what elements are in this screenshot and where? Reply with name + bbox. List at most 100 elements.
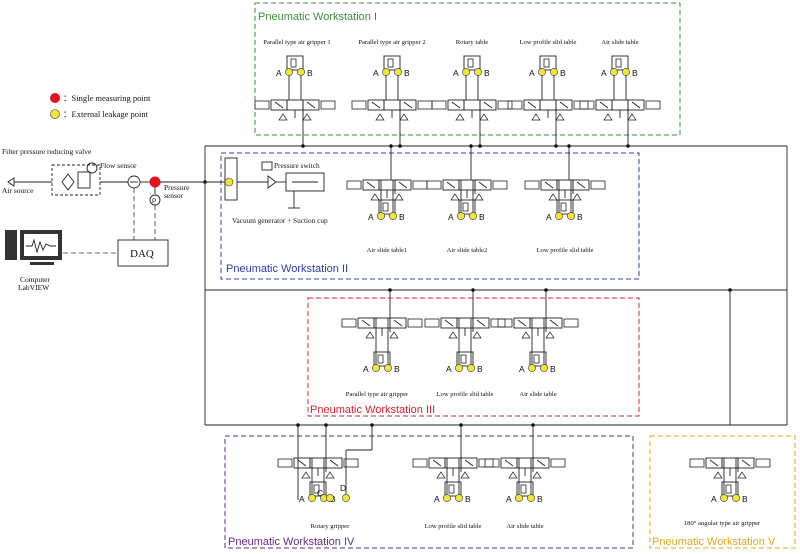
daq-label: DAQ [130,248,154,260]
ws3-title: Pneumatic Workstation III [310,404,435,416]
vacuum-generator [205,157,325,209]
port-a-label: A [368,212,374,222]
ws3-actuator-label-2: Low profile slid table [437,391,494,398]
filter-regulator-symbol [51,162,128,196]
ws4-actuator-label-3: Air slide table [506,523,543,530]
vacuum-label: Vacuum generator + Suction cup [232,216,328,225]
pressure-sensor-label: Pressure sensor [164,183,191,200]
port-b-label: B [537,494,543,504]
computer-icon [5,230,62,265]
port-a-label: A [434,494,440,504]
ws1-actuator-label-2: Parallel type air gripper 2 [358,39,425,46]
measure-point [149,176,161,188]
port-a-label: A [601,68,607,78]
port-b-label: B [577,212,583,222]
daq-box [117,239,169,267]
ws3-actuator-label-1: Parallel type air gripper [346,391,409,398]
legend-measure-dot [50,93,60,103]
legend-single-label: ：Single measuring point [63,93,151,103]
pressure-sensor-symbol: P [149,187,161,240]
port-a-label: A [529,68,535,78]
port-b-label: B [307,68,313,78]
port-b-label: B [632,68,638,78]
computer-label: Computer LabVIEW [18,275,52,292]
filter-label: Filter pressure reducing valve [2,147,92,156]
air-source-symbol [7,177,52,187]
port-a-label: A [448,212,454,222]
port-a-label: A [546,212,552,222]
port-a-label: A [519,364,525,374]
computer-line2: LabVIEW [18,283,50,292]
ws3-box [307,297,640,417]
legend-leak-label: ：External leakage point [63,109,149,119]
port-a-label: A [299,494,305,504]
air-source-label: Air source [2,186,34,195]
ws1-box [254,2,681,136]
port-b-label: B [404,68,410,78]
port-b-label: B [465,494,471,504]
ws2-box [220,152,640,280]
pressure-switch-label: Pressure switch [274,161,320,170]
trunk-lines [204,145,788,426]
port-b-label: B [484,68,490,78]
ws4-title: Pneumatic Workstation IV [228,536,355,548]
ws1-actuator-label-3: Rotary table [456,39,488,46]
ws2-actuator-label-1: Air slide table1 [367,247,408,254]
ws1-actuator-label-1: Parallel type air gripper 1 [263,39,330,46]
actuator-labels: Parallel type air gripper 1 Parallel type… [263,39,761,530]
port-b-label: B [560,68,566,78]
port-a-label: A [373,68,379,78]
ws1-actuator-label-5: Air slide table [601,39,638,46]
ws5-actuator-label-1: 180° angular type air gripper [684,520,761,527]
port-a-label: A [276,68,282,78]
computer-line1: Computer [20,275,50,284]
ws4-box [224,435,634,549]
port-a-label: A [506,494,512,504]
port-a-label: A [446,364,452,374]
port-b-label: B [742,494,748,504]
legend: ：Single measuring point ：External leakag… [50,93,151,119]
ws1-title: Pneumatic Workstation I [258,11,377,23]
port-b-label: B [394,364,400,374]
ws2-actuator-label-3: Low profile slid table [537,247,594,254]
ws3-actuator-label-3: Air slide table [519,391,556,398]
ws5-box [649,435,796,549]
ws1-actuator-label-4: Low profile slid table [520,39,577,46]
pressure-p-symbol: P [152,198,156,205]
actuator-units: ABABABABABABABABABABABABABABCDAB [254,55,771,504]
port-a-label: A [711,494,717,504]
port-a-label: A [363,364,369,374]
port-b-label: B [479,212,485,222]
legend-leak-dot [50,109,60,119]
port-b-label: B [550,364,556,374]
port-c-label: C [317,488,323,498]
port-d-label: D [340,483,346,493]
port-b-label: B [399,212,405,222]
flow-sensor-label: Flow sensor [100,161,137,170]
ws4-actuator-label-1: Rotary gripper [311,523,350,530]
port-a-label: A [453,68,459,78]
ws2-title: Pneumatic Workstation II [226,263,348,275]
pressure-sensor-line1: Pressure [164,183,190,192]
port-b-label: B [477,364,483,374]
ws4-actuator-label-2: Low profile slid table [425,523,482,530]
ws2-actuator-label-2: Air slide table2 [447,247,488,254]
ws5-title: Pneumatic Workstation V [652,536,776,548]
pressure-sensor-line2: sensor [164,191,184,200]
